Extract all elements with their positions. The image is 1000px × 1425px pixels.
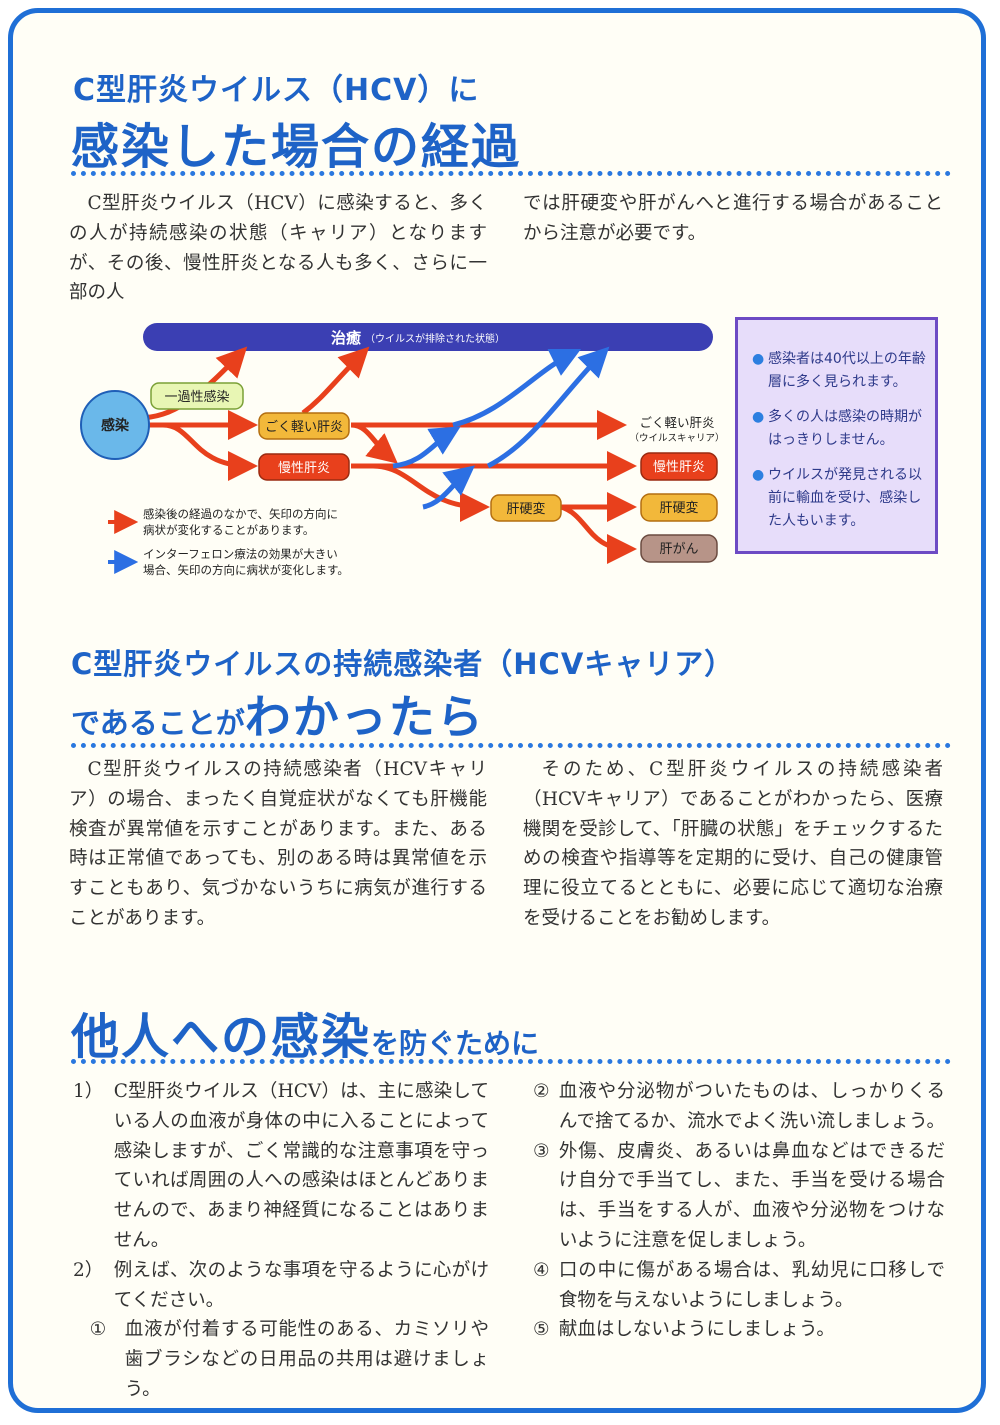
section2-para-left: C型肝炎ウイルスの持続感染者（HCVキャリア）の場合、まったく自覚症状がなくても… xyxy=(69,755,487,934)
blue-arrow-chronic-to-cure xyxy=(486,346,610,469)
list-number: 2） xyxy=(73,1259,104,1281)
arrow-mild-to-chronic xyxy=(350,422,398,464)
blue-arrow-chronic-to-mild xyxy=(392,426,461,469)
bullet-icon: ● xyxy=(752,351,765,367)
bullet-icon: ● xyxy=(752,409,765,425)
sub-item-4-text: 口の中に傷がある場合は、乳幼児に口移しで食物を与えないようにしましょう。 xyxy=(558,1259,945,1311)
legend-red-text-1: 感染後の経過のなかで、矢印の方向に xyxy=(143,507,338,521)
info-box: ●感染者は40代以上の年齢層に多く見られます。 ●多くの人は感染の時期がはっきり… xyxy=(735,317,938,554)
blue-arrows xyxy=(392,346,610,510)
hcv-course-diagram: 治癒 （ウイルスが排除された状態） 感染 一過性感染 ごく軽い肝 xyxy=(80,323,725,577)
section3-divider xyxy=(71,1059,951,1064)
arrow-chronic-to-cirrhosis xyxy=(372,463,490,522)
legend-red-text-2: 病状が変化することがあります。 xyxy=(143,523,314,537)
cure-bar xyxy=(143,323,713,351)
section1-title: 感染した場合の経過 xyxy=(71,119,522,175)
list-number: ② xyxy=(533,1081,550,1102)
sub-item-3-text: 外傷、皮膚炎、あるいは鼻血などはできるだけ自分で手当てし、また、手当を受ける場合… xyxy=(558,1140,945,1251)
legend-blue-text-1: インターフェロン療法の効果が大きい xyxy=(143,547,338,561)
cure-label: 治癒 xyxy=(331,329,362,347)
info-item-2: ●多くの人は感染の時期がはっきりしません。 xyxy=(752,406,927,452)
page-frame: C型肝炎ウイルス（HCV）に 感染した場合の経過 C型肝炎ウイルス（HCV）に感… xyxy=(8,8,986,1413)
section2-para-left-text: C型肝炎ウイルスの持続感染者（HCVキャリア）の場合、まったく自覚症状がなくても… xyxy=(69,759,487,929)
mild-label: ごく軽い肝炎 xyxy=(265,419,343,435)
section1-para-right-text: では肝硬変や肝がんへと進行する場合があることから注意が必要です。 xyxy=(523,193,943,244)
legend-blue-text-2: 場合、矢印の方向に病状が変化します。 xyxy=(143,563,349,577)
cirrhosis-label: 肝硬変 xyxy=(506,501,545,517)
list-item-2-text: 例えば、次のような事項を守るように心がけてください。 xyxy=(113,1259,489,1311)
mild-node xyxy=(258,412,350,440)
section2-title: であることがわかったら xyxy=(71,681,485,747)
info-item-3-text: ウイルスが発見される以前に輸血を受け、感染した人もいます。 xyxy=(768,467,922,529)
chronic-label: 慢性肝炎 xyxy=(278,460,330,476)
end-chronic-label: 慢性肝炎 xyxy=(653,459,705,475)
list-item-1: 1） C型肝炎ウイルス（HCV）は、主に感染している人の血液が身体の中に入ることに… xyxy=(73,1077,489,1256)
sub-item-5: ⑤ 献血はしないようにしましょう。 xyxy=(533,1315,945,1345)
list-number: 1） xyxy=(73,1081,104,1102)
section2-para-right: そのため、C型肝炎ウイルスの持続感染者（HCVキャリア）であることがわかったら、… xyxy=(523,755,943,934)
blue-arrow-mild-to-cure xyxy=(452,348,582,428)
transient-label: 一過性感染 xyxy=(164,389,229,405)
sub-item-1-text: 血液が付着する可能性のある、カミソリや歯ブラシなどの日用品の共用は避けましょう。 xyxy=(124,1319,489,1400)
chronic-node xyxy=(258,453,350,481)
section2-title-prefix: であることが xyxy=(71,706,245,740)
section3-title-big: 他人への感染 xyxy=(71,1009,372,1065)
cure-sub-label: （ウイルスが排除された状態） xyxy=(365,332,505,345)
section2-divider xyxy=(71,743,951,748)
section1-para-left-text: C型肝炎ウイルス（HCV）に感染すると、多くの人が持続感染の状態（キャリア）とな… xyxy=(69,193,487,304)
sub-item-3: ③ 外傷、皮膚炎、あるいは鼻血などはできるだけ自分で手当てし、また、手当を受ける場… xyxy=(533,1137,945,1256)
sub-item-2: ② 血液や分泌物がついたものは、しっかりくるんで捨てるか、流水でよく洗い流しましょ… xyxy=(533,1077,945,1137)
sub-item-1: ① 血液が付着する可能性のある、カミソリや歯ブラシなどの日用品の共用は避けましょう… xyxy=(73,1315,489,1404)
end-cancer-label: 肝がん xyxy=(659,542,698,557)
info-item-2-text: 多くの人は感染の時期がはっきりしません。 xyxy=(768,409,922,448)
bullet-icon: ● xyxy=(752,467,765,483)
end-chronic-node xyxy=(640,452,718,481)
cirrhosis-node xyxy=(490,494,562,522)
info-item-1: ●感染者は40代以上の年齢層に多く見られます。 xyxy=(752,348,927,394)
sub-item-2-text: 血液や分泌物がついたものは、しっかりくるんで捨てるか、流水でよく洗い流しましょう… xyxy=(558,1081,945,1132)
arrow-mild-to-cure xyxy=(301,346,370,415)
sub-item-4: ④ 口の中に傷がある場合は、乳幼児に口移しで食物を与えないようにしましょう。 xyxy=(533,1256,945,1316)
arrow-to-chronic xyxy=(162,422,258,481)
list-number: ③ xyxy=(533,1140,550,1162)
section3-title: 他人への感染を防ぐために xyxy=(71,997,539,1067)
list-number: ④ xyxy=(533,1259,550,1281)
end-cirrhosis-node xyxy=(640,493,718,522)
list-number: ⑤ xyxy=(533,1319,550,1341)
info-item-1-text: 感染者は40代以上の年齢層に多く見られます。 xyxy=(768,351,926,390)
list-item-1-text: C型肝炎ウイルス（HCV）は、主に感染している人の血液が身体の中に入ることによっ… xyxy=(113,1081,489,1251)
section1-para-left: C型肝炎ウイルス（HCV）に感染すると、多くの人が持続感染の状態（キャリア）とな… xyxy=(69,189,487,308)
end-mild-label: ごく軽い肝炎 xyxy=(639,415,714,430)
list-item-2: 2） 例えば、次のような事項を守るように心がけてください。 xyxy=(73,1256,489,1316)
info-item-3: ●ウイルスが発見される以前に輸血を受け、感染した人もいます。 xyxy=(752,464,927,533)
infection-label: 感染 xyxy=(101,417,130,434)
section3-col-right: ② 血液や分泌物がついたものは、しっかりくるんで捨てるか、流水でよく洗い流しましょ… xyxy=(533,1077,945,1345)
sub-item-5-text: 献血はしないようにしましょう。 xyxy=(558,1319,835,1341)
blue-arrow-cirrhosis-to-chronic xyxy=(422,465,476,510)
section1-divider xyxy=(71,171,951,176)
section2-title-line1: C型肝炎ウイルスの持続感染者（HCVキャリア） xyxy=(71,647,735,681)
section1-title-line1: C型肝炎ウイルス（HCV）に xyxy=(73,73,480,108)
section1-para-right: では肝硬変や肝がんへと進行する場合があることから注意が必要です。 xyxy=(523,189,943,249)
section2-para-right-text: そのため、C型肝炎ウイルスの持続感染者（HCVキャリア）であることがわかったら、… xyxy=(523,759,943,929)
transient-node xyxy=(150,382,244,410)
end-mild-sub-label: （ウイルスキャリア） xyxy=(629,432,724,444)
end-cirrhosis-label: 肝硬変 xyxy=(659,500,698,516)
end-cancer-node xyxy=(640,534,718,563)
infection-node xyxy=(80,390,150,460)
list-number: ① xyxy=(89,1319,107,1341)
arrow-cirrhosis-to-cancer xyxy=(560,504,637,564)
section2-title-big: わかったら xyxy=(244,690,485,744)
section3-col-left: 1） C型肝炎ウイルス（HCV）は、主に感染している人の血液が身体の中に入ることに… xyxy=(73,1077,489,1405)
section3-title-small: を防ぐために xyxy=(371,1027,540,1060)
